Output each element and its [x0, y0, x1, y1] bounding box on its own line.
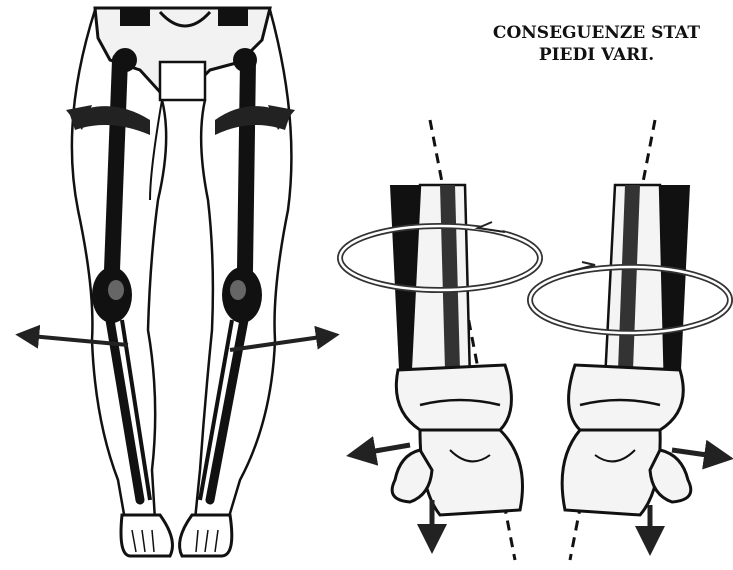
left-foot-front — [121, 515, 172, 556]
caption-line-1: CONSEGUENZE STAT — [460, 22, 733, 44]
right-thigh-arrow — [215, 105, 295, 135]
right-femur — [245, 60, 248, 270]
left-knee — [92, 267, 132, 323]
left-thigh-arrow — [66, 105, 150, 135]
right-foot-outward-arrow — [672, 450, 728, 458]
caption: CONSEGUENZE STAT PIEDI VARI. — [460, 22, 733, 66]
right-foot-front — [180, 515, 232, 556]
right-shin-arrow — [230, 335, 335, 350]
left-femur — [112, 60, 120, 270]
left-foot-figure — [340, 120, 540, 560]
legs-front-view — [20, 8, 335, 556]
right-foot-figure — [530, 120, 730, 560]
right-knee — [222, 267, 262, 323]
caption-line-2: PIEDI VARI. — [460, 44, 733, 66]
left-foot-outward-arrow — [352, 445, 410, 455]
